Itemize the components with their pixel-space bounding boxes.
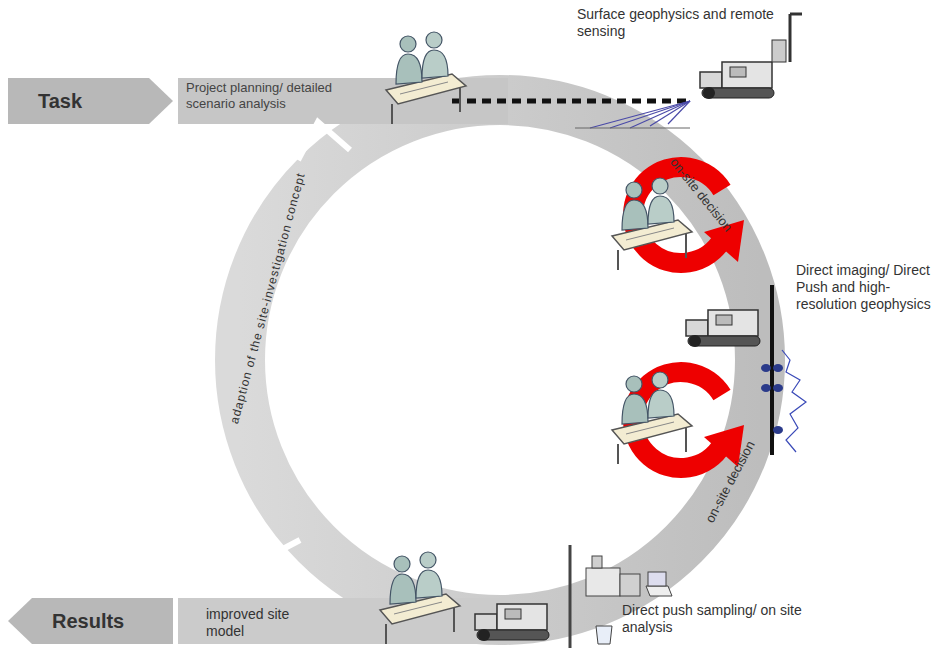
- step-label: improved site model: [206, 606, 326, 640]
- arrow-label: Results: [52, 610, 124, 633]
- method-label: Surface geophysics and remote sensing: [577, 6, 777, 40]
- arrow-shape: [8, 78, 173, 124]
- results-arrow: Results: [8, 598, 173, 644]
- task-arrow: Task: [8, 78, 173, 124]
- method-label: Direct imaging/ Direct Push and high-res…: [796, 262, 934, 312]
- method-label: Direct push sampling/ on site analysis: [622, 602, 812, 636]
- arrow-label: Task: [38, 90, 82, 113]
- step-label: Project planning/ detailed scenario anal…: [186, 80, 336, 111]
